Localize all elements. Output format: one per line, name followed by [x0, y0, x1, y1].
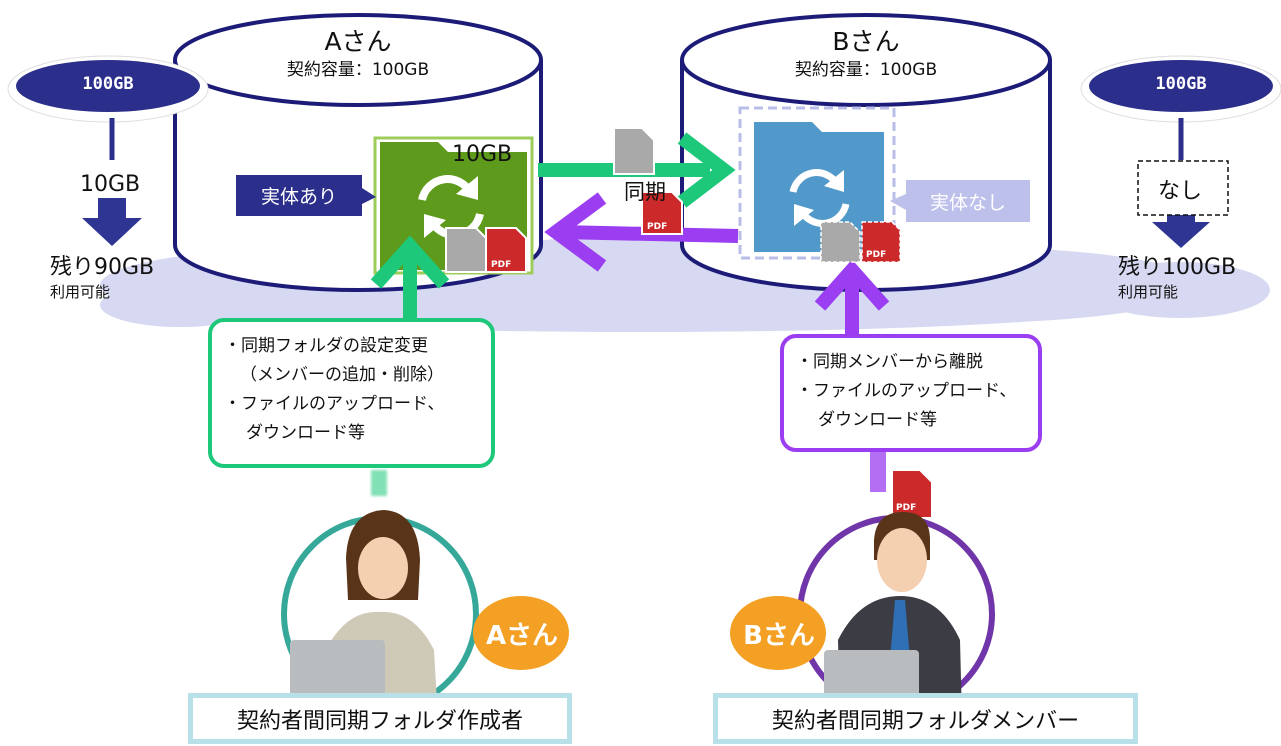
capacity-pill-a-label: 100GB: [82, 74, 134, 94]
note-a-line: （メンバーの追加・削除）: [240, 365, 444, 385]
role-label-a: 契約者間同期フォルダ作成者: [188, 693, 572, 744]
badge-a: [473, 596, 569, 670]
note-a: ・同期フォルダの設定変更 （メンバーの追加・削除） ・ファイルのアップロード、 …: [208, 318, 495, 468]
role-label-b: 契約者間同期フォルダメンバー: [713, 693, 1138, 744]
up-arrow-purple: [814, 259, 890, 492]
none-box: [1137, 160, 1229, 216]
entity-callout-b: [890, 180, 1030, 222]
entity-label-b: 実体なし: [929, 191, 1006, 214]
person-icon: [281, 510, 479, 720]
note-b-line: ・同期メンバーから離脱: [796, 352, 983, 372]
note-b-line: ダウンロード等: [818, 410, 937, 430]
note-b-line: ・ファイルのアップロード、: [796, 381, 1017, 401]
folder-size-a: 10GB: [452, 142, 513, 167]
note-b: ・同期メンバーから離脱 ・ファイルのアップロード、 ダウンロード等: [780, 334, 1042, 452]
pdf-label: PDF: [491, 260, 511, 270]
document-icon: [820, 221, 861, 263]
badge-a-label: Aさん: [485, 621, 559, 651]
pdf-icon: PDF: [641, 191, 683, 235]
user-a-capacity: 契約容量：100GB: [286, 60, 430, 80]
note-a-line: ダウンロード等: [246, 423, 365, 443]
pdf-icon: PDF: [861, 221, 901, 263]
svg-text:PDF: PDF: [896, 503, 916, 513]
svg-text:PDF: PDF: [647, 222, 667, 232]
pdf-icon: PDF: [891, 469, 933, 519]
entity-callout-a: [236, 175, 376, 216]
user-a-name: Aさん: [324, 27, 392, 56]
user-b-capacity: 契約容量：100GB: [794, 60, 938, 80]
up-arrow-green: [370, 235, 450, 496]
user-b-name: Bさん: [832, 27, 900, 56]
used-a: 10GB: [80, 172, 141, 197]
svg-text:PDF: PDF: [866, 250, 886, 260]
person-icon: [797, 512, 995, 720]
document-icon: [445, 227, 489, 273]
entity-label-a: 実体あり: [260, 186, 337, 208]
capacity-pill-a: [7, 55, 209, 123]
available-b: 利用可能: [1118, 283, 1179, 301]
down-arrow-icon: [1152, 204, 1210, 248]
down-arrow-icon: [82, 198, 142, 246]
available-a: 利用可能: [50, 283, 111, 301]
remaining-a: 残り90GB: [50, 255, 155, 280]
note-a-line: ・同期フォルダの設定変更: [224, 336, 428, 356]
used-b: なし: [1158, 179, 1203, 204]
capacity-pill-b: [1080, 55, 1281, 123]
remaining-b: 残り100GB: [1118, 255, 1237, 280]
pdf-icon: PDF: [485, 227, 527, 273]
badge-b-label: Bさん: [743, 621, 815, 651]
sync-label: 同期: [624, 180, 666, 204]
document-icon: [613, 127, 655, 175]
capacity-pill-b-label: 100GB: [1155, 74, 1207, 94]
note-a-line: ・ファイルのアップロード、: [224, 394, 445, 414]
badge-b: [730, 596, 826, 670]
